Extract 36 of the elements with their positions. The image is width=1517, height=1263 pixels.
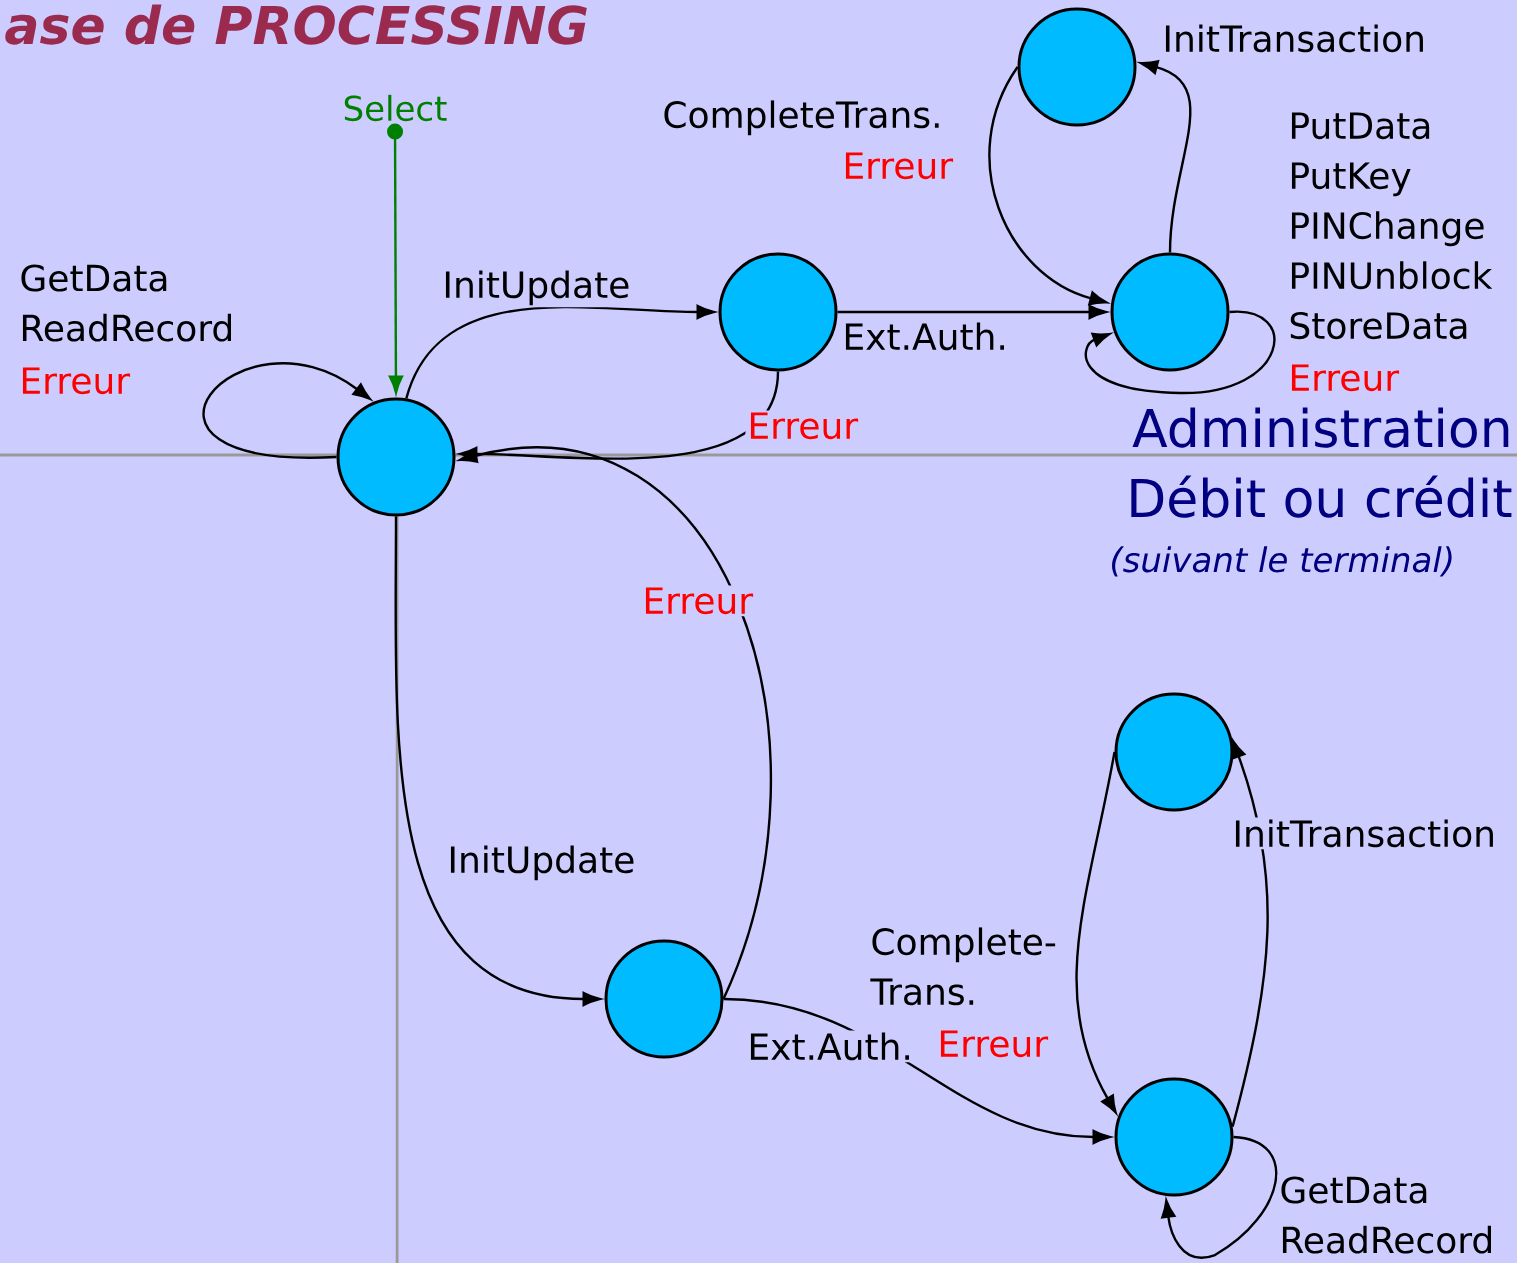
edge-label: GetData ReadRecord	[17, 262, 258, 344]
error-label: Erreur	[940, 1030, 1049, 1058]
region-note: (suivant le terminal)	[1112, 546, 1452, 577]
state-circle	[604, 939, 724, 1059]
error-label: Erreur	[22, 367, 131, 395]
arrow	[837, 304, 1107, 320]
edge-label: InitUpdate	[445, 843, 638, 883]
region-title: Débit ou crédit	[1131, 475, 1512, 518]
error-label: Erreur	[1291, 364, 1400, 392]
edge-label: GetData ReadRecord	[1277, 1174, 1517, 1256]
arrow	[394, 516, 601, 1007]
state-circle	[336, 397, 456, 517]
arrow	[1075, 751, 1117, 1114]
edge-label: InitUpdate	[440, 268, 633, 308]
edge-label: Ext.Auth.	[840, 320, 1010, 353]
region-title: Administration	[1132, 407, 1509, 448]
state-label: Select	[344, 94, 447, 122]
state-circle	[1114, 692, 1234, 812]
state-circle	[1114, 1077, 1234, 1197]
edge-label: InitTransaction	[1160, 22, 1428, 55]
arrow	[1084, 310, 1276, 395]
edge-label: CompleteTrans.	[660, 98, 945, 138]
edge-label: Erreur	[640, 585, 756, 617]
arrow	[387, 123, 404, 394]
arrow	[1161, 1135, 1278, 1259]
error-label: Erreur	[845, 152, 954, 180]
edge-label: InitTransaction	[1230, 817, 1498, 850]
title: ase de PROCESSING	[5, 4, 587, 45]
edge-label: Ext.Auth.	[745, 1030, 915, 1063]
arrow	[202, 362, 371, 459]
edge-label: Complete- Trans.	[868, 925, 1073, 1008]
state-circle	[718, 252, 838, 372]
state-circle	[1110, 252, 1230, 372]
edge-label: PutData PutKey PINChange PINUnblock StoreData	[1286, 110, 1515, 342]
edge-label: Erreur	[745, 410, 861, 442]
arrow	[405, 304, 715, 399]
